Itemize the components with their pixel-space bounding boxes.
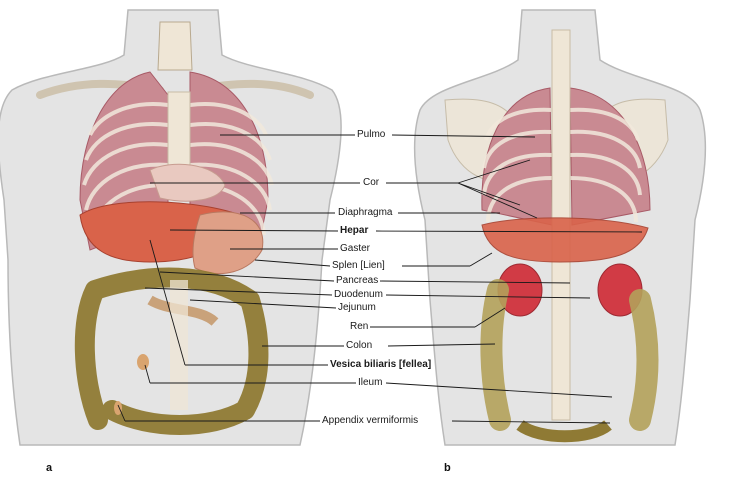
label-duodenum: Duodenum bbox=[334, 289, 383, 300]
label-hepar: Hepar bbox=[340, 225, 369, 236]
label-colon: Colon bbox=[346, 340, 373, 351]
leader-splen-b2 bbox=[469, 252, 493, 267]
posterior-view bbox=[413, 9, 707, 446]
label-gaster: Gaster bbox=[340, 243, 371, 254]
leader-vesica bbox=[149, 239, 186, 366]
label-vesica-biliaris: Vesica biliaris [fellea] bbox=[330, 359, 432, 370]
stomach bbox=[192, 211, 264, 275]
panel-label-b: b bbox=[444, 462, 451, 474]
label-diaphragma: Diaphragma bbox=[338, 207, 393, 218]
label-cor: Cor bbox=[363, 177, 380, 188]
leader-pancreas-b bbox=[379, 280, 571, 284]
anterior-view bbox=[0, 9, 342, 446]
leader-lines bbox=[117, 134, 643, 424]
ribcage-posterior bbox=[482, 107, 642, 223]
label-pulmo: Pulmo bbox=[357, 129, 386, 140]
leader-cor-b3 bbox=[457, 182, 521, 206]
leader-duodenum-b bbox=[385, 294, 591, 299]
gallbladder bbox=[137, 354, 149, 370]
leader-appendix-a bbox=[117, 404, 126, 422]
leader-ileum-a bbox=[144, 364, 151, 384]
sigmoid-posterior bbox=[516, 419, 612, 443]
label-appendix-vermiformis: Appendix vermiformis bbox=[322, 415, 419, 426]
leader-duodenum-a bbox=[144, 287, 333, 296]
leader-pancreas-a bbox=[159, 271, 335, 282]
liver-posterior bbox=[481, 217, 649, 263]
leader-ren-2 bbox=[474, 307, 506, 328]
leader-pulmo-b bbox=[391, 134, 536, 138]
label-pancreas: Pancreas bbox=[336, 275, 379, 286]
leader-appendix-b bbox=[451, 420, 611, 424]
leader-splen-a bbox=[254, 259, 331, 267]
leader-hepar-b bbox=[375, 230, 643, 233]
leader-ileum-b bbox=[385, 382, 613, 398]
appendix bbox=[114, 401, 122, 415]
label-ileum: Ileum bbox=[358, 377, 383, 388]
leader-colon-b bbox=[387, 343, 496, 347]
colon-posterior bbox=[480, 279, 659, 431]
label-splen: Splen [Lien] bbox=[332, 260, 385, 271]
leader-cor-b4 bbox=[457, 182, 538, 219]
label-ren: Ren bbox=[350, 321, 369, 332]
larynx bbox=[157, 21, 193, 71]
colon-anterior bbox=[74, 267, 269, 435]
lung-posterior-left bbox=[481, 87, 553, 226]
panel-label-a: a bbox=[46, 462, 53, 474]
leader-cor-b2 bbox=[457, 159, 531, 184]
leader-hepar-a bbox=[169, 229, 339, 232]
leader-jejunum bbox=[189, 299, 337, 309]
label-jejunum: Jejunum bbox=[338, 302, 376, 313]
